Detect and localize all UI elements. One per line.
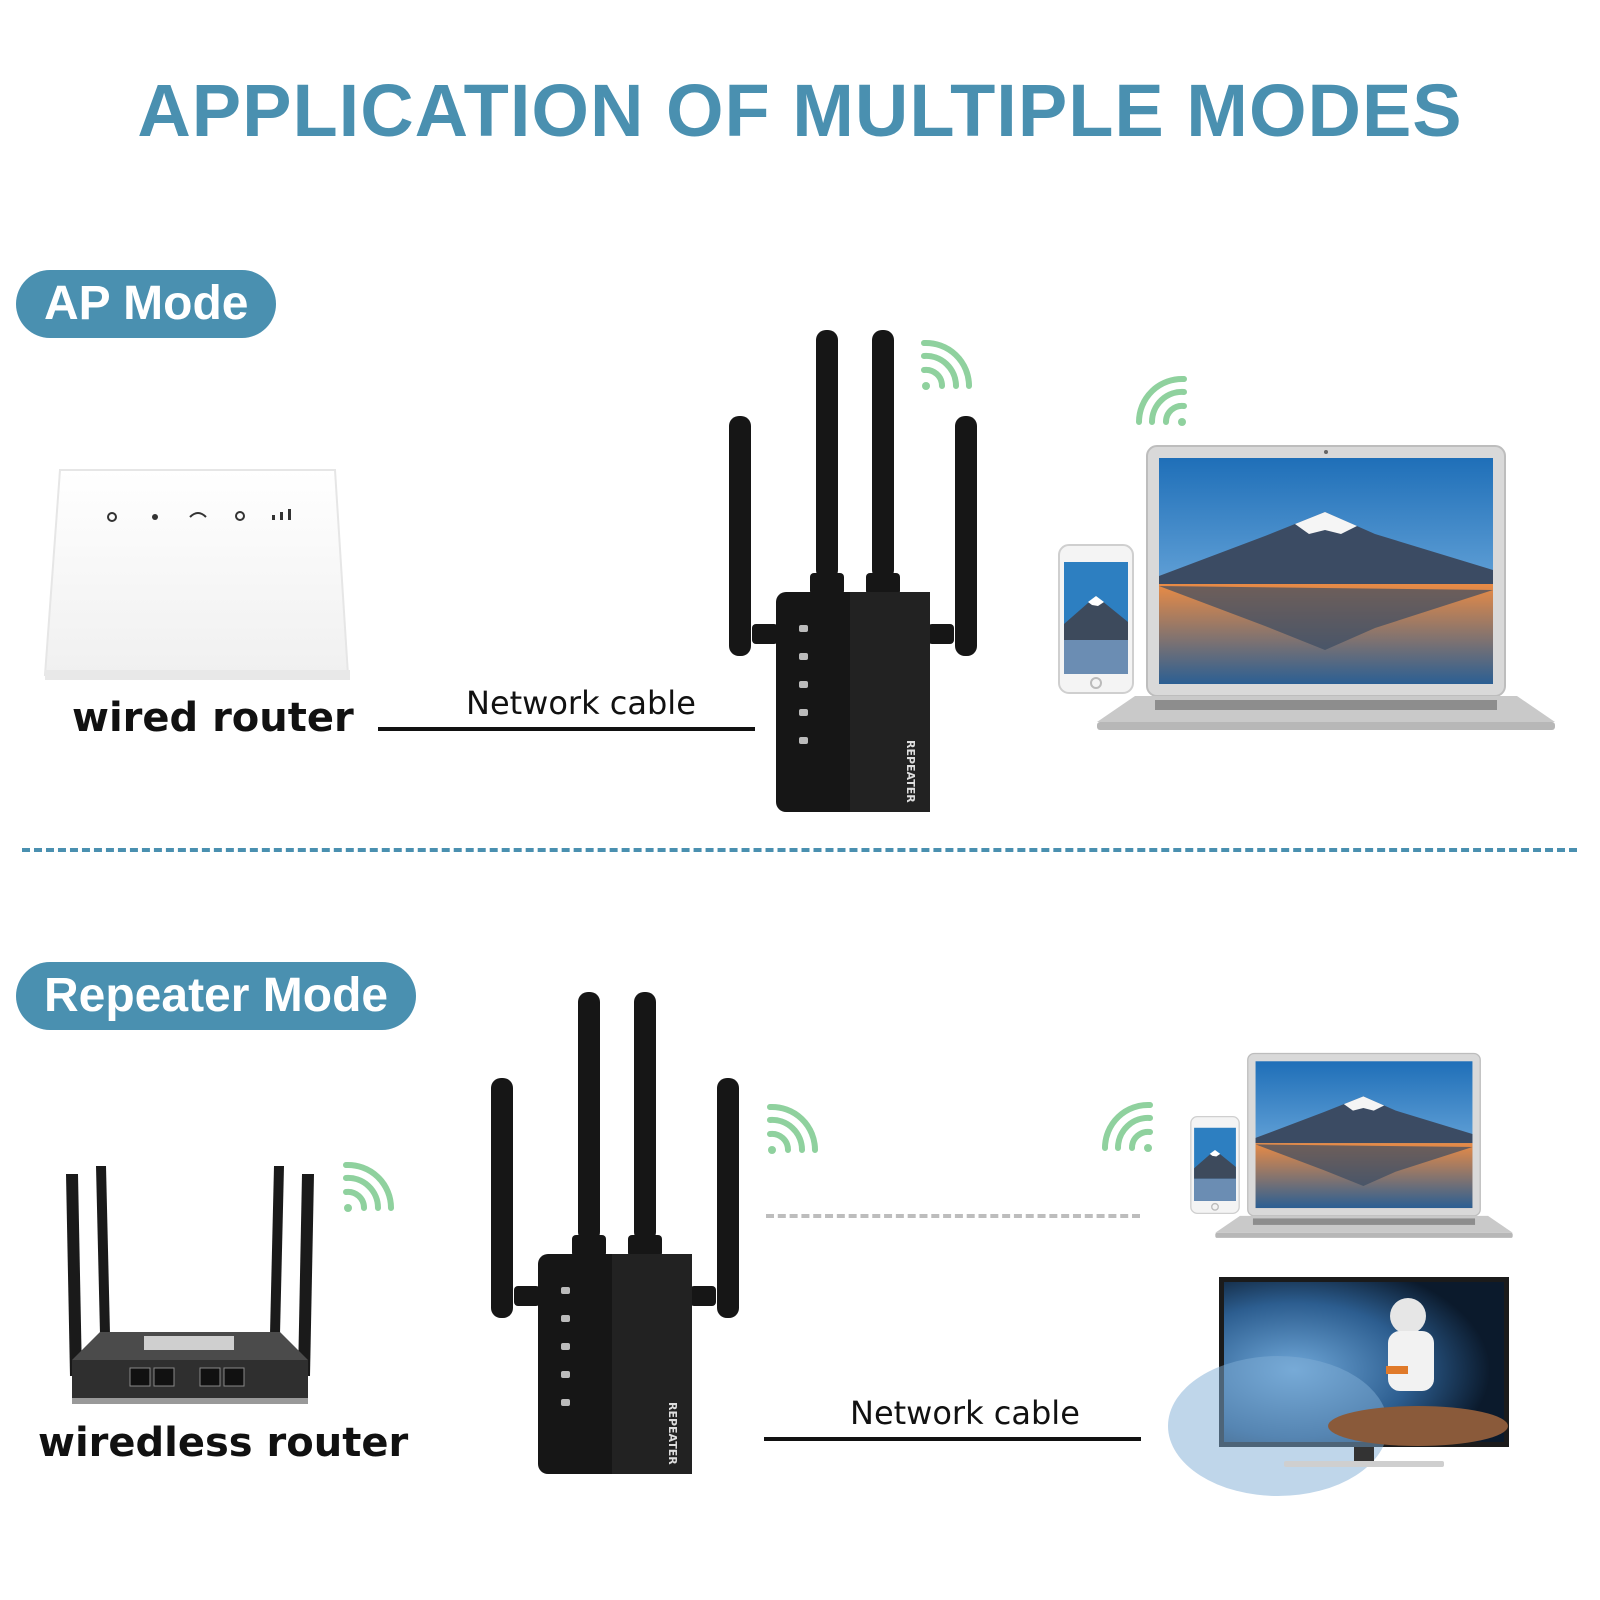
smartphone-image-ap [1058,544,1134,694]
laptop-image-ap [1097,445,1555,730]
laptop-image-repeater-mode [1215,1052,1513,1238]
repeater-brand-text-repeater-mode: REPEATER [666,1402,679,1465]
repeater-brand-text-ap: REPEATER [904,740,917,803]
wifi-signal-icon [1101,1101,1153,1152]
wireless-router-label: wiredless router [38,1420,409,1466]
network-cable-label-repeater: Network cable [850,1394,1080,1432]
wifi-signal-icon [343,1161,395,1212]
wifi-signal-icon [767,1103,819,1154]
repeater-mode-badge: Repeater Mode [16,962,417,1030]
ap-mode-badge: AP Mode [16,270,277,338]
network-cable-line-ap [378,727,755,731]
tv-image-repeater-mode [1168,1277,1509,1496]
page-title: APPLICATION OF MULTIPLE MODES [137,69,1463,152]
network-cable-label-ap: Network cable [466,684,696,722]
wireless-link-dashed [766,1214,1140,1218]
wired-router-image [43,469,350,680]
mode-divider [22,848,1577,852]
wireless-router-image [66,1166,314,1404]
wifi-signal-icon [921,339,973,390]
smartphone-image-repeater-mode [1190,1116,1240,1214]
repeater-device-image-ap: REPEATER [729,330,977,812]
repeater-device-image-repeater-mode: REPEATER [491,992,739,1474]
wifi-signal-icon [1135,375,1187,426]
wired-router-label: wired router [72,695,354,741]
network-cable-line-repeater [764,1437,1141,1441]
